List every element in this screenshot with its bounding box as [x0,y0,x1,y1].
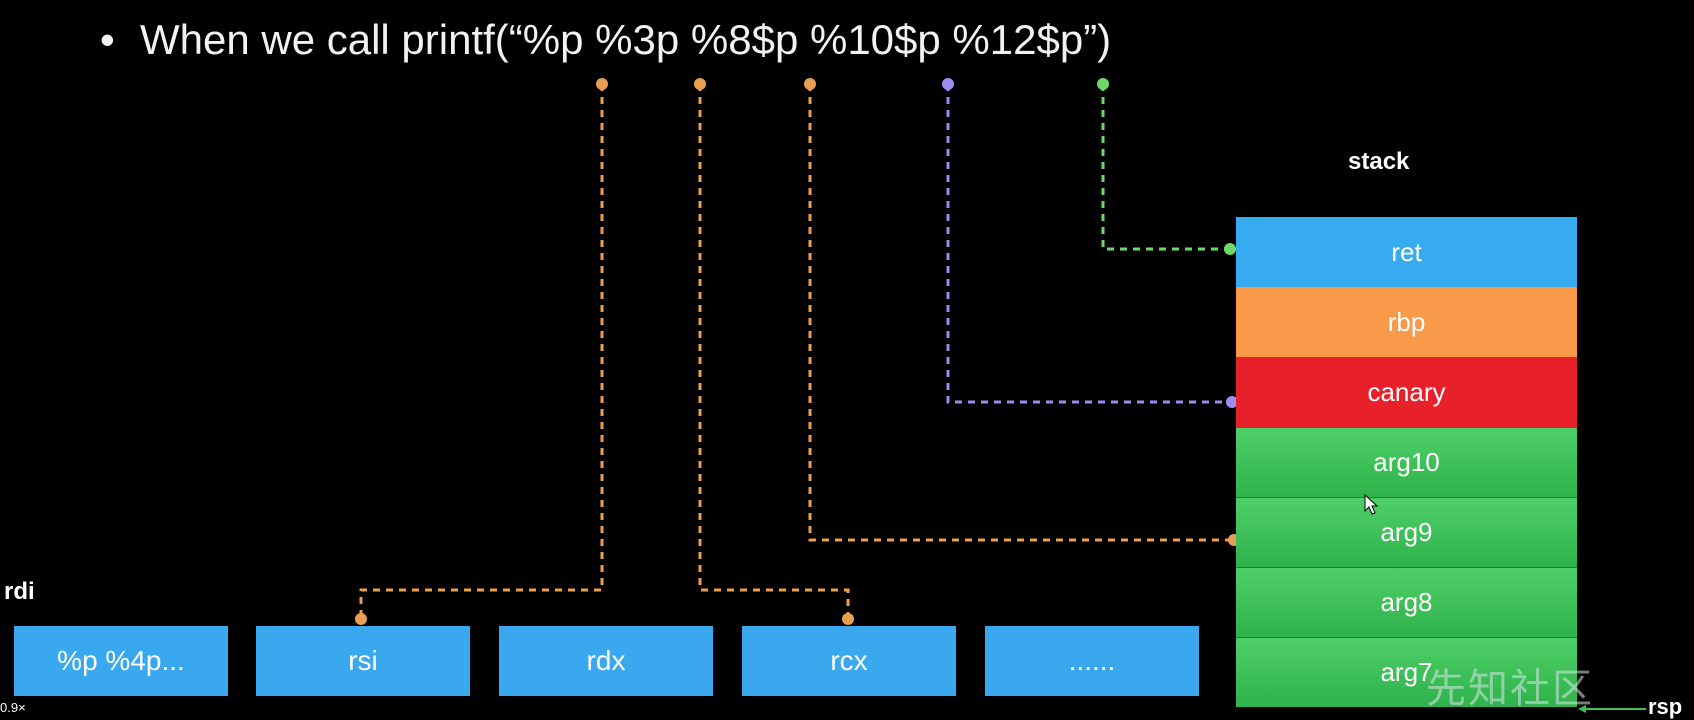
wire-dot-rcx-end [842,613,854,625]
stack-diagram: ret rbp canary arg10 arg9 arg8 arg7 [1236,217,1577,707]
stack-slot-ret: ret [1236,217,1577,287]
wire-dot-8p-top [804,78,816,90]
rsp-arrow-icon [1578,705,1646,713]
mouse-cursor-icon [1364,494,1379,515]
register-box-more: ...... [985,626,1199,696]
wire-12p-to-ret [1101,84,1230,251]
watermark: 先知社区 [1426,667,1594,711]
register-box-rcx: rcx [742,626,956,696]
playback-speed-indicator[interactable]: 0.9× [0,700,26,715]
wire-dot-ret-end [1224,243,1236,255]
stack-label: stack [1348,148,1410,175]
rdi-label: rdi [4,578,35,605]
stack-slot-rbp: rbp [1236,287,1577,357]
stack-slot-canary: canary [1236,357,1577,427]
stack-slot-arg7: arg7 [1236,637,1577,707]
register-box-rdi: %p %4p... [14,626,228,696]
wire-dot-12p-top [1097,78,1109,90]
register-box-rsi: rsi [256,626,470,696]
rsp-label: rsp [1648,694,1683,719]
stack-slot-arg8: arg8 [1236,567,1577,637]
wire-10p-to-canary [946,84,1232,404]
wire-p-to-rsi [359,84,604,617]
bullet-line: • When we call printf(“%p %3p %8$p %10$p … [100,12,1111,68]
stack-slot-arg9: arg9 [1236,497,1577,567]
wire-dot-3p-top [694,78,706,90]
bullet-marker: • [100,16,115,63]
wire-8p-to-arg9 [808,84,1234,542]
wire-3p-to-rcx [698,84,850,617]
bullet-text: When we call printf(“%p %3p %8$p %10$p %… [140,16,1112,63]
wire-dot-canary-end [1226,396,1238,408]
wire-dot-p-top [596,78,608,90]
stack-slot-arg10: arg10 [1236,427,1577,497]
wire-dot-rsi-end [355,613,367,625]
register-box-rdx: rdx [499,626,713,696]
wire-dot-10p-top [942,78,954,90]
